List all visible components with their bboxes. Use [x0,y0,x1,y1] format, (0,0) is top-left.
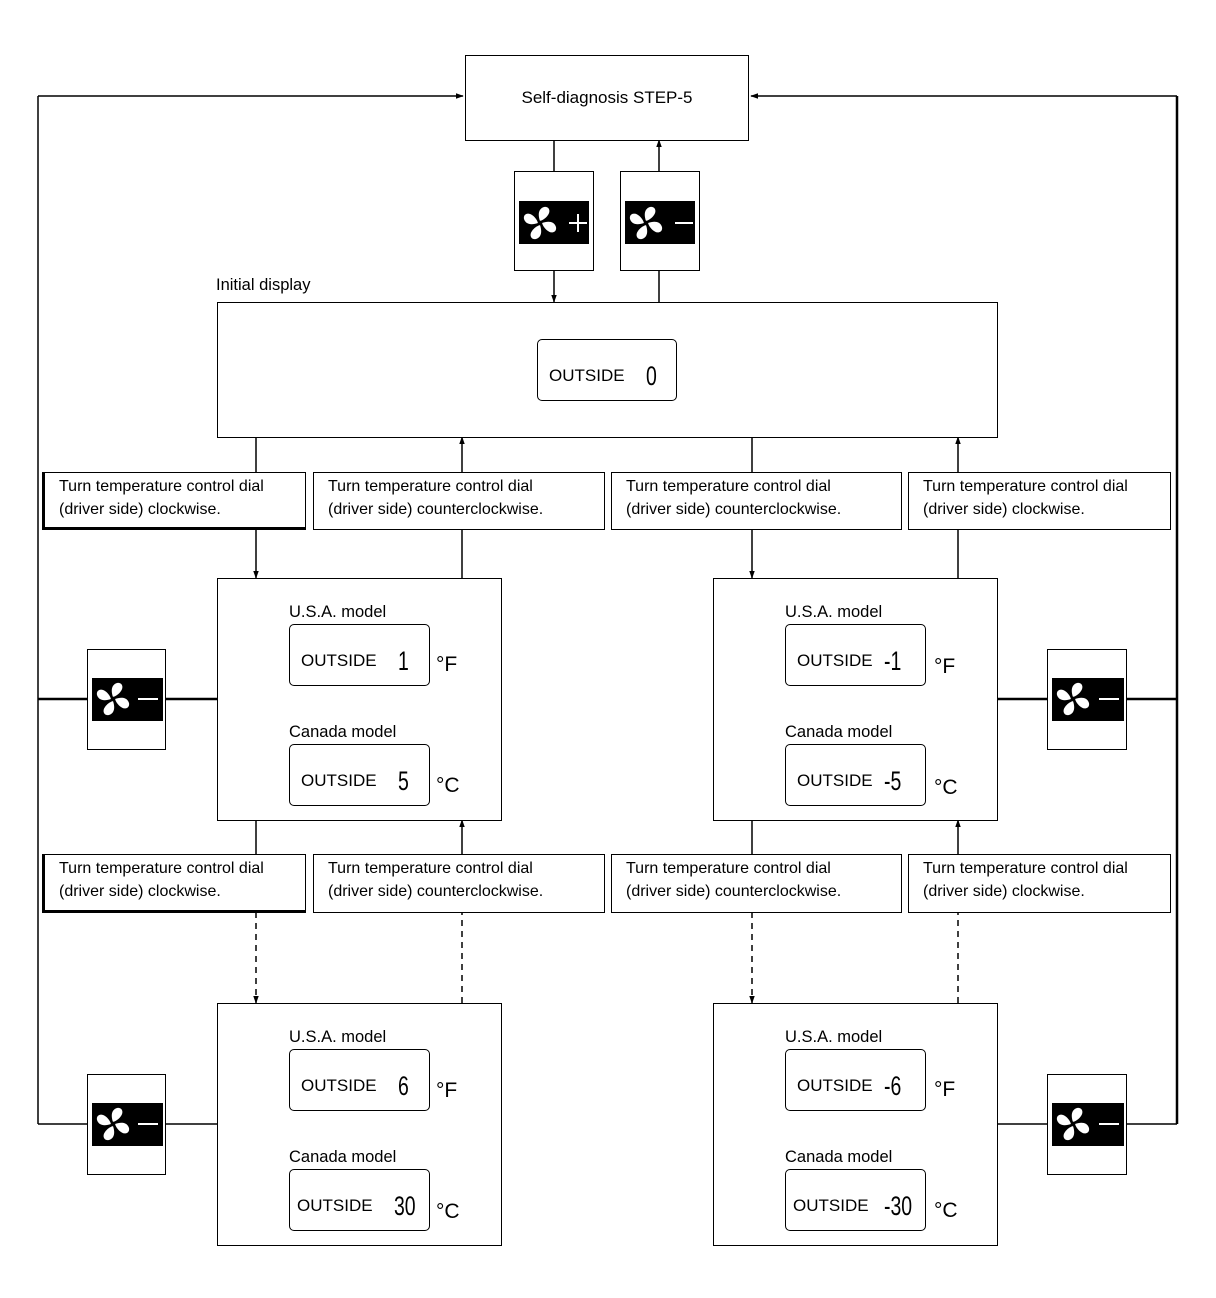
fan-speed-down-button-right-n[interactable] [1047,1074,1127,1175]
usa-model-label: U.S.A. model [289,1028,387,1046]
fahrenheit-unit: °F [934,1078,956,1101]
canada-model-label: Canada model [785,723,893,741]
step-5-box: Self-diagnosis STEP-5 [465,55,749,141]
usa-model-label: U.S.A. model [785,603,883,621]
fahrenheit-unit: °F [436,1079,458,1102]
lcd-value: 0 [646,361,657,391]
canada-model-label: Canada model [785,1148,893,1166]
usa-display-right-n: OUTSIDE -6 [785,1049,926,1111]
lcd-value: -6 [884,1071,902,1101]
fahrenheit-unit: °F [436,653,458,676]
celsius-unit: °C [934,1199,958,1222]
celsius-unit: °C [436,774,460,797]
canada-display-right-n: OUTSIDE -30 [785,1169,926,1231]
lcd-value: -1 [884,646,902,676]
fan-icon [1052,678,1124,721]
usa-display-right-1: OUTSIDE -1 [785,624,926,686]
usa-display-left-n: OUTSIDE 6 [289,1049,430,1111]
instruction-clockwise-left-2: Turn temperature control dial(driver sid… [42,854,306,913]
usa-display-left-1: OUTSIDE 1 [289,624,430,686]
celsius-unit: °C [934,776,958,799]
canada-display-left-n: OUTSIDE 30 [289,1169,430,1231]
celsius-unit: °C [436,1200,460,1223]
fan-speed-down-button-right-1[interactable] [1047,649,1127,750]
fan-speed-down-button-left-1[interactable] [87,649,166,750]
fan-icon [92,1103,163,1146]
lcd-value: -5 [884,766,902,796]
lcd-value: 30 [394,1191,416,1221]
canada-display-right-1: OUTSIDE -5 [785,744,926,806]
step-5-title: Self-diagnosis STEP-5 [521,88,693,107]
instruction-counterclockwise-left-2: Turn temperature control dial(driver sid… [313,854,605,913]
instruction-clockwise-left-1: Turn temperature control dial(driver sid… [42,472,306,530]
fan-speed-up-button[interactable] [514,171,594,271]
lcd-word: OUTSIDE [549,366,625,385]
usa-model-label: U.S.A. model [785,1028,883,1046]
instruction-counterclockwise-right-2: Turn temperature control dial(driver sid… [611,854,902,913]
fahrenheit-unit: °F [934,655,956,678]
lcd-value: 1 [398,646,409,676]
instruction-counterclockwise-right-1: Turn temperature control dial(driver sid… [611,472,902,530]
fan-icon [1052,1103,1124,1146]
fan-speed-down-button[interactable] [620,171,700,271]
canada-model-label: Canada model [289,723,397,741]
initial-display-label: Initial display [216,276,311,294]
lcd-value: 6 [398,1071,409,1101]
initial-display-lcd: OUTSIDE 0 [537,339,677,401]
minus-icon [675,222,693,224]
instruction-counterclockwise-left-1: Turn temperature control dial(driver sid… [313,472,605,530]
fan-icon [92,678,163,721]
fan-speed-down-button-left-n[interactable] [87,1074,166,1175]
plus-icon [569,214,587,232]
usa-model-label: U.S.A. model [289,603,387,621]
instruction-clockwise-right-2: Turn temperature control dial(driver sid… [908,854,1171,913]
lcd-value: 5 [398,766,409,796]
canada-model-label: Canada model [289,1148,397,1166]
instruction-clockwise-right-1: Turn temperature control dial(driver sid… [908,472,1171,530]
lcd-value: -30 [884,1191,913,1221]
canada-display-left-1: OUTSIDE 5 [289,744,430,806]
